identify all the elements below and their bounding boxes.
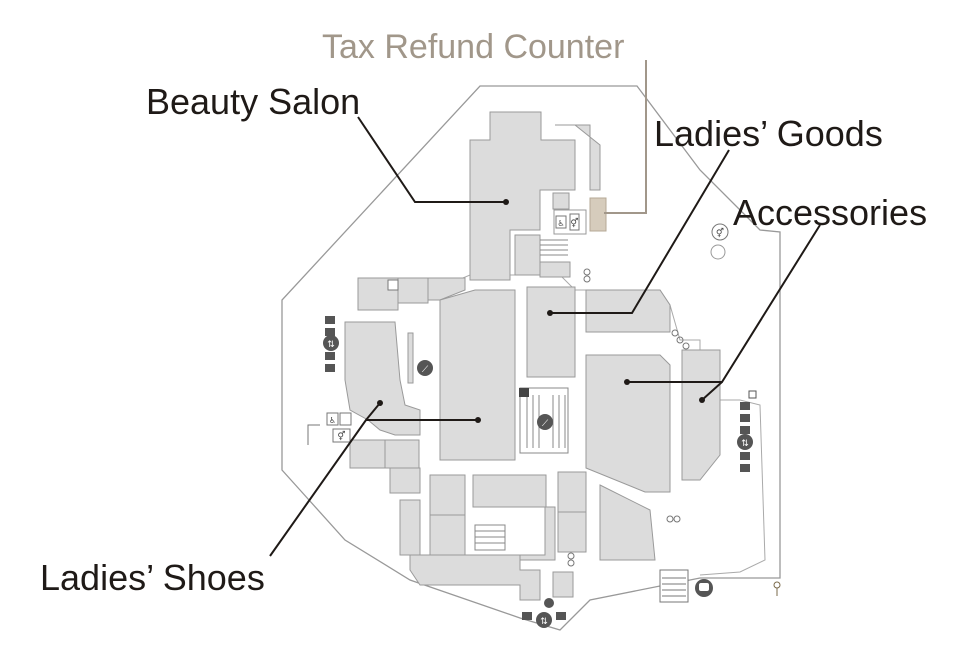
- elevator-icon[interactable]: ⇅: [323, 335, 339, 351]
- leader-lines: [269, 116, 821, 557]
- door-chain: [567, 268, 690, 567]
- svg-text:⚥: ⚥: [716, 227, 724, 239]
- elevator-strip-left: [325, 316, 335, 372]
- location-pin-icon: [773, 581, 781, 596]
- escalator-icon[interactable]: ⟋: [537, 414, 553, 430]
- beauty-salon-label: Beauty Salon: [146, 81, 361, 122]
- accessible-restroom-icon[interactable]: ♿: [555, 215, 567, 229]
- elevator-strip-right: [740, 402, 750, 472]
- square-marker: [748, 390, 757, 399]
- elevator-icon[interactable]: ⇅: [737, 434, 753, 450]
- train-icon[interactable]: [695, 579, 713, 597]
- outline-circle: [710, 244, 726, 260]
- elevator-icon[interactable]: ⇅: [536, 612, 552, 628]
- svg-text:⇅: ⇅: [741, 439, 749, 449]
- svg-text:♿: ♿: [557, 219, 564, 228]
- svg-text:♿: ♿: [329, 416, 336, 425]
- baby-care-icon[interactable]: [339, 412, 352, 426]
- tax-refund-leader-line: [604, 60, 647, 214]
- svg-text:⇅: ⇅: [327, 340, 335, 350]
- svg-text:⚥: ⚥: [570, 217, 578, 229]
- escalator-central-hatch: [519, 387, 569, 454]
- svg-text:⟋: ⟋: [422, 365, 429, 375]
- svg-text:⟋: ⟋: [542, 419, 549, 429]
- accessories-label: Accessories: [733, 192, 928, 233]
- phone-icon[interactable]: [387, 279, 399, 291]
- ladies-goods-label: Ladies’ Goods: [654, 113, 883, 154]
- restroom-icon[interactable]: ⚥: [569, 213, 580, 231]
- accessible-restroom-icon[interactable]: ♿: [326, 412, 339, 426]
- shop-blocks: [344, 111, 721, 601]
- stairs-bottom-hatch: [474, 524, 506, 551]
- svg-text:⚥: ⚥: [337, 430, 345, 442]
- tax-refund-counter-marker[interactable]: [589, 197, 607, 232]
- elevator-strip-bottom: [522, 612, 566, 620]
- leader-dots: [377, 199, 705, 423]
- entrance-marker: [307, 424, 320, 445]
- ladies-shoes-label: Ladies’ Shoes: [40, 557, 265, 598]
- tax-refund-counter-label: Tax Refund Counter: [322, 28, 625, 66]
- escalator-icon[interactable]: ⟋: [417, 360, 433, 376]
- restroom-icon[interactable]: ⚥: [711, 223, 729, 241]
- stairs-top-hatch: [540, 239, 568, 256]
- svg-text:⇅: ⇅: [540, 617, 548, 627]
- restroom-icon[interactable]: ⚥: [332, 428, 351, 443]
- stairs-bottom-right-hatch: [659, 569, 689, 603]
- info-icon[interactable]: [544, 598, 554, 608]
- building-outline: [281, 85, 781, 631]
- post-icon[interactable]: [519, 388, 529, 397]
